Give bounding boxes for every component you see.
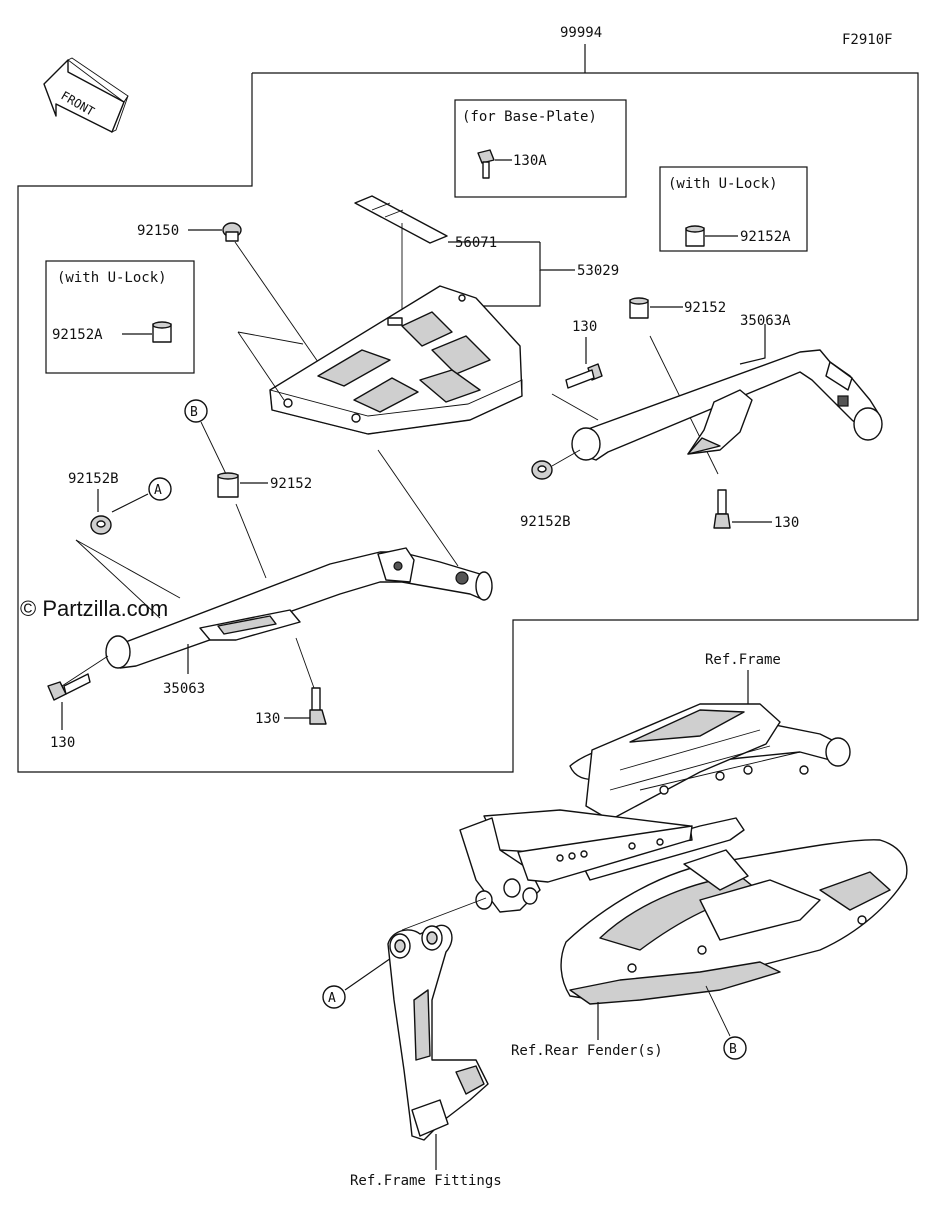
label-92152B-right: 92152B [520,514,571,530]
assembly-number: 99994 [560,25,602,41]
bolt-130-right-lower-icon [713,489,731,529]
diagram-code: F2910F [842,32,893,48]
label-ref-rear-fender: Ref.Rear Fender(s) [511,1043,663,1059]
grommet-92150-icon [222,222,242,242]
callout-u-lock-left-title: (with U-Lock) [57,270,167,286]
label-35063: 35063 [163,681,205,697]
label-92150: 92150 [137,223,179,239]
pad-56071-icon [354,195,448,244]
label-ref-frame-fittings: Ref.Frame Fittings [350,1173,502,1189]
front-arrow-icon: FRONT [43,57,129,133]
label-130-left: 130 [50,735,75,751]
collar-92152-right-icon [629,297,649,319]
collar-92152A-left-icon [152,321,172,343]
label-92152A-left: 92152A [52,327,103,343]
label-92152A-right: 92152A [740,229,791,245]
assembly-outline [17,72,919,773]
bracket-35063-icon [105,547,493,669]
collar-92152-left-icon [217,472,239,498]
label-35063A: 35063A [740,313,791,329]
bracket-35063A-icon [571,349,883,461]
ref-frame-fittings-icon [387,924,489,1141]
marker-A-upper: A [154,483,162,498]
grommet-92152B-right-icon [531,460,553,480]
label-ref-frame: Ref.Frame [705,652,781,668]
label-56071: 56071 [455,235,497,251]
marker-A-lower: A [328,991,336,1006]
carrier-plate-53029-icon [269,285,523,435]
label-130-upper-right: 130 [572,319,597,335]
label-130-right-lower: 130 [774,515,799,531]
label-53029: 53029 [577,263,619,279]
grommet-92152B-left-icon [90,515,112,535]
marker-A-upper-icon: A [148,477,172,501]
bolt-130-left-icon [47,673,91,701]
label-92152-left: 92152 [270,476,312,492]
label-130-center: 130 [255,711,280,727]
label-130A: 130A [513,153,547,169]
bolt-130-center-icon [309,687,327,725]
marker-A-lower-icon: A [322,985,346,1009]
callout-box-base-plate [454,99,627,198]
ref-frame-icon [459,703,851,913]
bolt-130A-icon [477,149,495,179]
marker-B-lower-icon: B [723,1036,747,1060]
callout-box-u-lock-right [659,166,808,252]
callout-base-plate-title: (for Base-Plate) [462,109,597,125]
bolt-130-upper-right-icon [565,363,603,389]
callout-box-u-lock-left [45,260,195,374]
collar-92152A-right-icon [685,225,705,247]
marker-B-lower: B [729,1042,737,1057]
marker-B-upper-icon: B [184,399,208,423]
watermark: © Partzilla.com [20,596,169,621]
ref-rear-fender-icon [560,839,908,1005]
label-92152-right: 92152 [684,300,726,316]
label-92152B-left: 92152B [68,471,119,487]
callout-u-lock-right-title: (with U-Lock) [668,176,778,192]
marker-B-upper: B [190,405,198,420]
